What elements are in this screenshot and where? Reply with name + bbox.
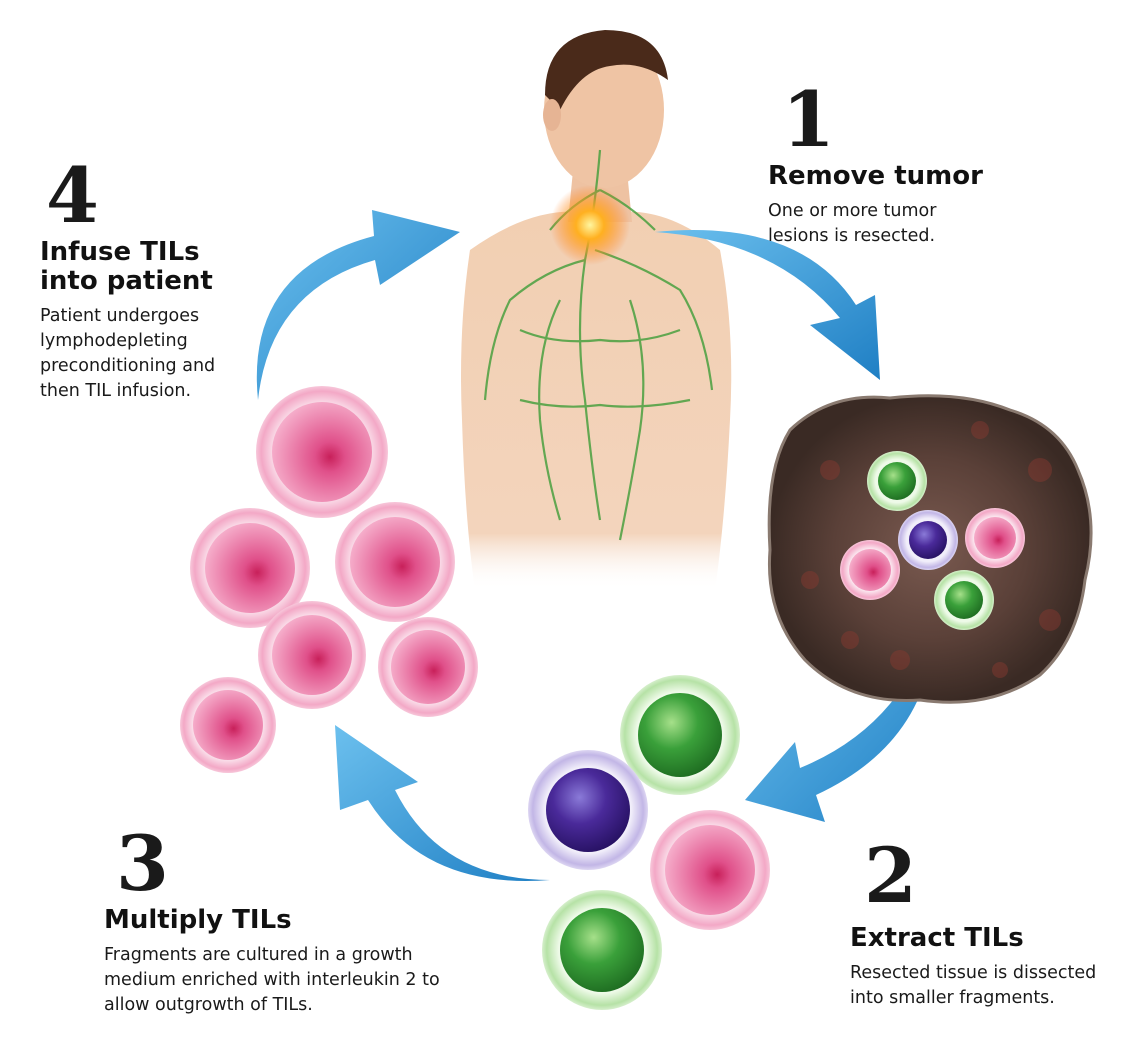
arrow-4-to-1	[256, 210, 460, 400]
step-2-title: Extract TILs	[850, 923, 1024, 953]
patient-ear	[543, 99, 561, 131]
step-3-description: Fragments are cultured in a growth mediu…	[104, 945, 440, 1015]
step-2-description: Resected tissue is dissected into smalle…	[850, 963, 1097, 1008]
cycle-arrows	[256, 210, 935, 881]
step-3-number: 3	[116, 819, 169, 908]
til-cell-green-2-nucleus	[560, 908, 644, 992]
patient-illustration	[461, 30, 732, 590]
step-1-block: 1 Remove tumor One or more tumor lesions…	[768, 82, 1068, 249]
tumor-texture	[801, 421, 1061, 678]
tumor-til-cells	[840, 451, 1025, 630]
step-1-description: One or more tumor lesions is resected.	[768, 201, 937, 246]
til-cell-green-nucleus	[638, 693, 722, 777]
step-3-block: 3 Multiply TILs Fragments are cultured i…	[104, 826, 464, 1018]
arrow-2-to-3	[745, 615, 935, 822]
til-cell-purple-nucleus	[546, 768, 630, 852]
step-4-block: 4 Infuse TILs into patient Patient under…	[40, 158, 300, 404]
step-1-title: Remove tumor	[768, 161, 983, 191]
lymph-network	[483, 149, 714, 541]
patient-torso	[461, 211, 732, 590]
arrow-3-to-4	[335, 725, 550, 881]
step-1-number: 1	[782, 75, 835, 164]
step-4-description: Patient undergoes lymphodepleting precon…	[40, 306, 216, 401]
tumor-site-glow	[550, 185, 630, 265]
patient-hair	[545, 30, 668, 110]
extracted-til-cells	[528, 675, 770, 1010]
step-4-number: 4	[46, 151, 99, 240]
step-4-title: Infuse TILs into patient	[40, 237, 213, 296]
multiplied-til-cells	[180, 386, 478, 773]
tumor-mass	[767, 394, 1093, 704]
arrow-1-to-2	[655, 230, 880, 380]
step-2-block: 2 Extract TILs Resected tissue is dissec…	[850, 838, 1130, 1011]
til-cell-pink-nucleus	[665, 825, 755, 915]
step-3-title: Multiply TILs	[104, 905, 292, 935]
step-2-number: 2	[864, 831, 917, 920]
